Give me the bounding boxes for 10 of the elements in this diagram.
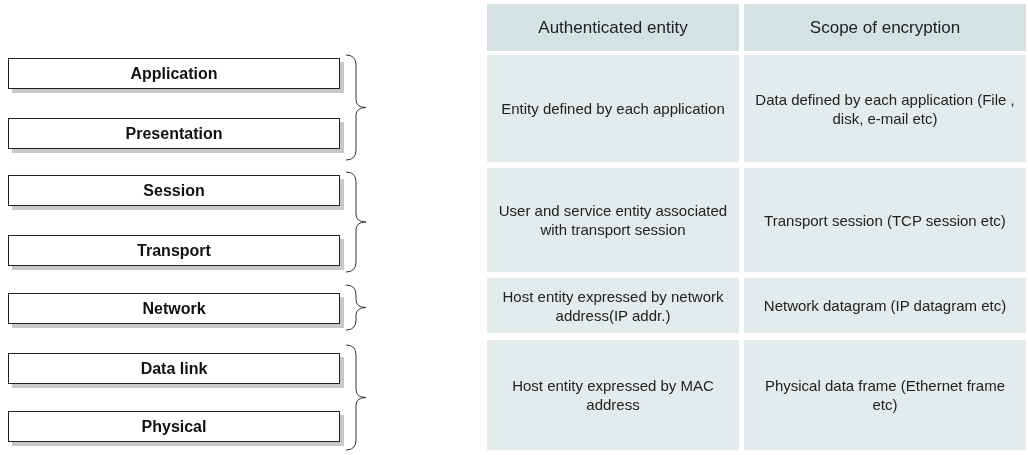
column-header: Authenticated entity (487, 4, 739, 51)
column-header: Scope of encryption (744, 4, 1026, 51)
table-cell: Transport session (TCP session etc) (744, 168, 1026, 272)
table-cell: Data defined by each application (File , disk, e-mail etc) (744, 55, 1026, 162)
table-cell: Network datagram (IP datagram etc) (744, 278, 1026, 333)
table-cell: Physical data frame (Ethernet frame etc) (744, 340, 1026, 450)
table-cell: Host entity expressed by network address(IP addr.) (487, 278, 739, 333)
table-cell: Host entity expressed by MAC address (487, 340, 739, 450)
table-cell: User and service entity associated with transport session (487, 168, 739, 272)
table-cell: Entity defined by each application (487, 55, 739, 162)
